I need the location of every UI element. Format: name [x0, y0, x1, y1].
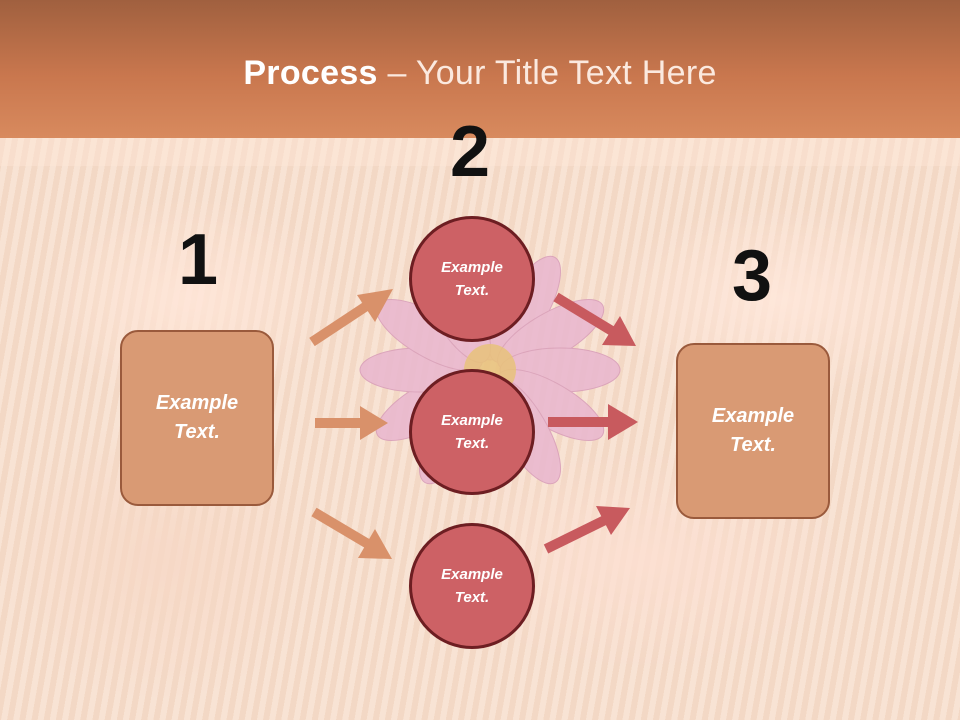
arrow-left-bottom-head [358, 529, 392, 559]
arrow-right-bottom [543, 515, 608, 554]
arrow-right-bottom-head [596, 506, 630, 535]
step-1-text: Example Text. [155, 392, 239, 443]
circle-middle-text: Example Text. [441, 412, 503, 452]
arrow-right-top [553, 292, 615, 336]
step-number-1: 1 [178, 220, 219, 300]
slide-title-bold: Process [243, 54, 378, 92]
circle-bottom-text: Example Text. [441, 566, 503, 606]
step-2-circle-bottom: Example Text. [409, 523, 535, 649]
step-1-box: Example Text. [120, 330, 274, 506]
title-bar [0, 0, 960, 138]
step-number-2: 2 [450, 112, 491, 192]
slide-title-rest: – Your Title Text Here [377, 54, 717, 92]
arrow-right-top-head [602, 316, 636, 346]
step-number-3: 3 [732, 236, 773, 316]
arrow-left-top [309, 300, 371, 347]
circle-top-text: Example Text. [441, 259, 503, 299]
slide-title: Process – Your Title Text Here [0, 54, 960, 93]
arrow-left-middle-head [360, 406, 388, 440]
step-3-box: Example Text. [676, 343, 830, 519]
step-2-circle-middle: Example Text. [409, 369, 535, 495]
step-2-circle-top: Example Text. [409, 216, 535, 342]
title-bar-strip [0, 138, 960, 166]
arrow-left-bottom [311, 507, 371, 549]
arrow-left-top-head [357, 289, 393, 322]
step-3-text: Example Text. [711, 405, 795, 456]
arrow-right-middle-head [608, 404, 638, 440]
